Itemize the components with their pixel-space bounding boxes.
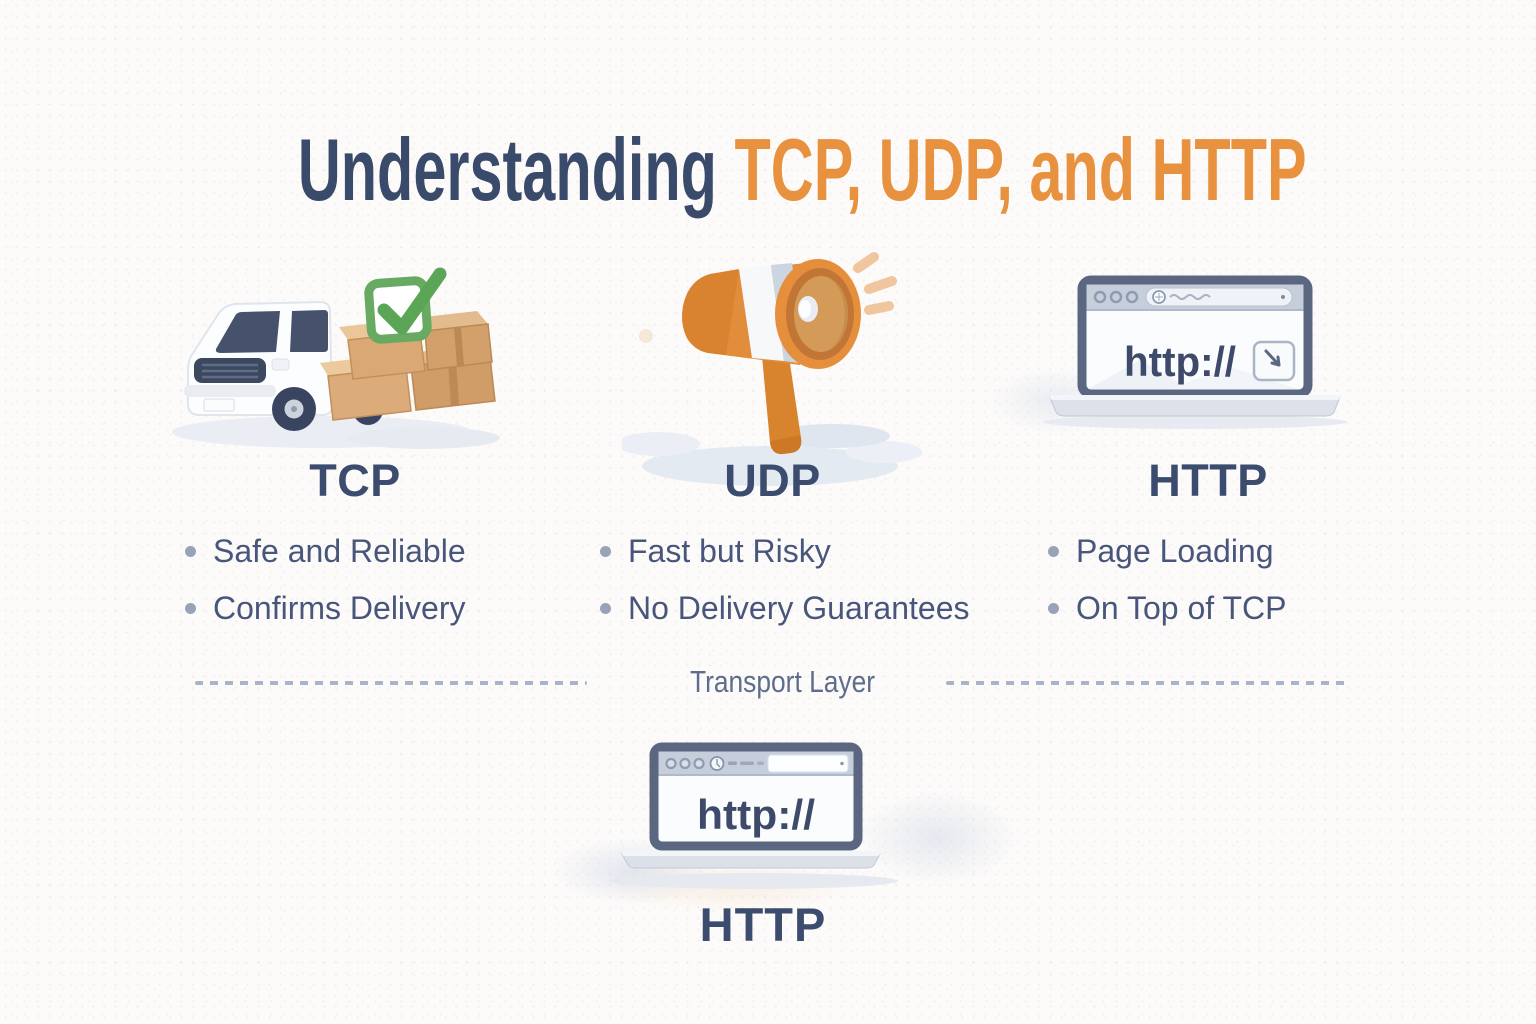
bullet-dot-icon	[1048, 545, 1059, 557]
window-button-icon	[665, 757, 677, 770]
checkmark-icon	[364, 267, 447, 344]
page-title-prefix: Understanding	[297, 120, 717, 219]
address-bar-text-mark	[757, 761, 764, 765]
laptop-base	[621, 851, 881, 869]
bullet-dot-icon	[600, 545, 611, 557]
window-button-icon	[693, 757, 705, 770]
browser-laptop-illustration: http://	[1043, 275, 1347, 429]
megaphone-icon	[616, 248, 922, 513]
address-bar-text-squiggle	[1169, 294, 1211, 300]
column-http: HTTP Page Loading On Top of TCP	[1048, 455, 1368, 626]
address-bar	[1145, 287, 1293, 307]
window-button-icon	[679, 757, 691, 770]
bullet-dot-icon	[600, 602, 611, 614]
browser-laptop-illustration: http://	[608, 742, 898, 889]
address-bar	[709, 754, 849, 773]
url-text: http://	[1124, 338, 1236, 385]
browser-laptop-icon: http://	[1028, 266, 1358, 436]
browser-window: http://	[1077, 275, 1313, 399]
megaphone-bell	[775, 259, 861, 369]
url-input	[767, 754, 849, 773]
parcel-boxes	[320, 311, 496, 421]
page-title-highlight: TCP, UDP, and HTTP	[734, 120, 1307, 219]
url-text: http://	[697, 791, 815, 838]
list-item: Page Loading	[1048, 533, 1368, 569]
bullet-dot-icon	[1048, 602, 1059, 614]
bullet-list: Safe and Reliable Confirms Delivery	[185, 533, 525, 626]
list-item: No Delivery Guarantees	[600, 590, 969, 626]
divider-label: Transport Layer	[689, 664, 876, 699]
bullet-text: Fast but Risky	[628, 533, 831, 569]
address-bar-text-mark	[740, 761, 754, 765]
delivery-van-checkmark-icon	[172, 258, 502, 463]
list-item: Confirms Delivery	[185, 590, 525, 626]
column-udp: UDP Fast but Risky No Delivery Guarantee…	[600, 455, 969, 626]
bullet-text: On Top of TCP	[1076, 590, 1287, 626]
divider-dash-right	[946, 681, 1346, 685]
window-button-icon	[1109, 290, 1123, 304]
bullet-text: Confirms Delivery	[213, 590, 466, 626]
laptop-base	[1049, 395, 1341, 417]
list-item: Safe and Reliable	[185, 533, 525, 569]
browser-laptop-icon: http://	[598, 738, 928, 913]
bottom-section-heading: HTTP	[0, 897, 1536, 952]
bottom-heading-text: HTTP	[699, 898, 827, 951]
bullet-text: Page Loading	[1076, 533, 1274, 569]
list-item: Fast but Risky	[600, 533, 945, 569]
bullet-text: Safe and Reliable	[213, 533, 466, 569]
bullet-list: Fast but Risky No Delivery Guarantees	[600, 533, 969, 626]
bullet-dot-icon	[185, 545, 196, 557]
bullet-text: No Delivery Guarantees	[628, 590, 970, 626]
list-item: On Top of TCP	[1048, 590, 1368, 626]
cursor-box-icon	[1252, 340, 1296, 382]
browser-window: http://	[649, 742, 863, 851]
column-tcp: TCP Safe and Reliable Confirms Delivery	[185, 455, 525, 626]
column-heading-tcp: TCP	[309, 455, 401, 506]
window-button-icon	[1093, 290, 1107, 304]
window-button-icon	[1125, 290, 1139, 304]
bullet-list: Page Loading On Top of TCP	[1048, 533, 1368, 626]
bullet-dot-icon	[185, 602, 196, 614]
sound-waves-icon	[853, 252, 897, 315]
address-bar-text-mark	[728, 761, 737, 765]
column-heading-udp: UDP	[724, 455, 821, 506]
megaphone-illustration	[616, 252, 922, 486]
delivery-van-checkmark-illustration	[172, 267, 500, 449]
column-heading-http: HTTP	[1148, 455, 1268, 506]
divider-dash-left	[195, 681, 587, 685]
